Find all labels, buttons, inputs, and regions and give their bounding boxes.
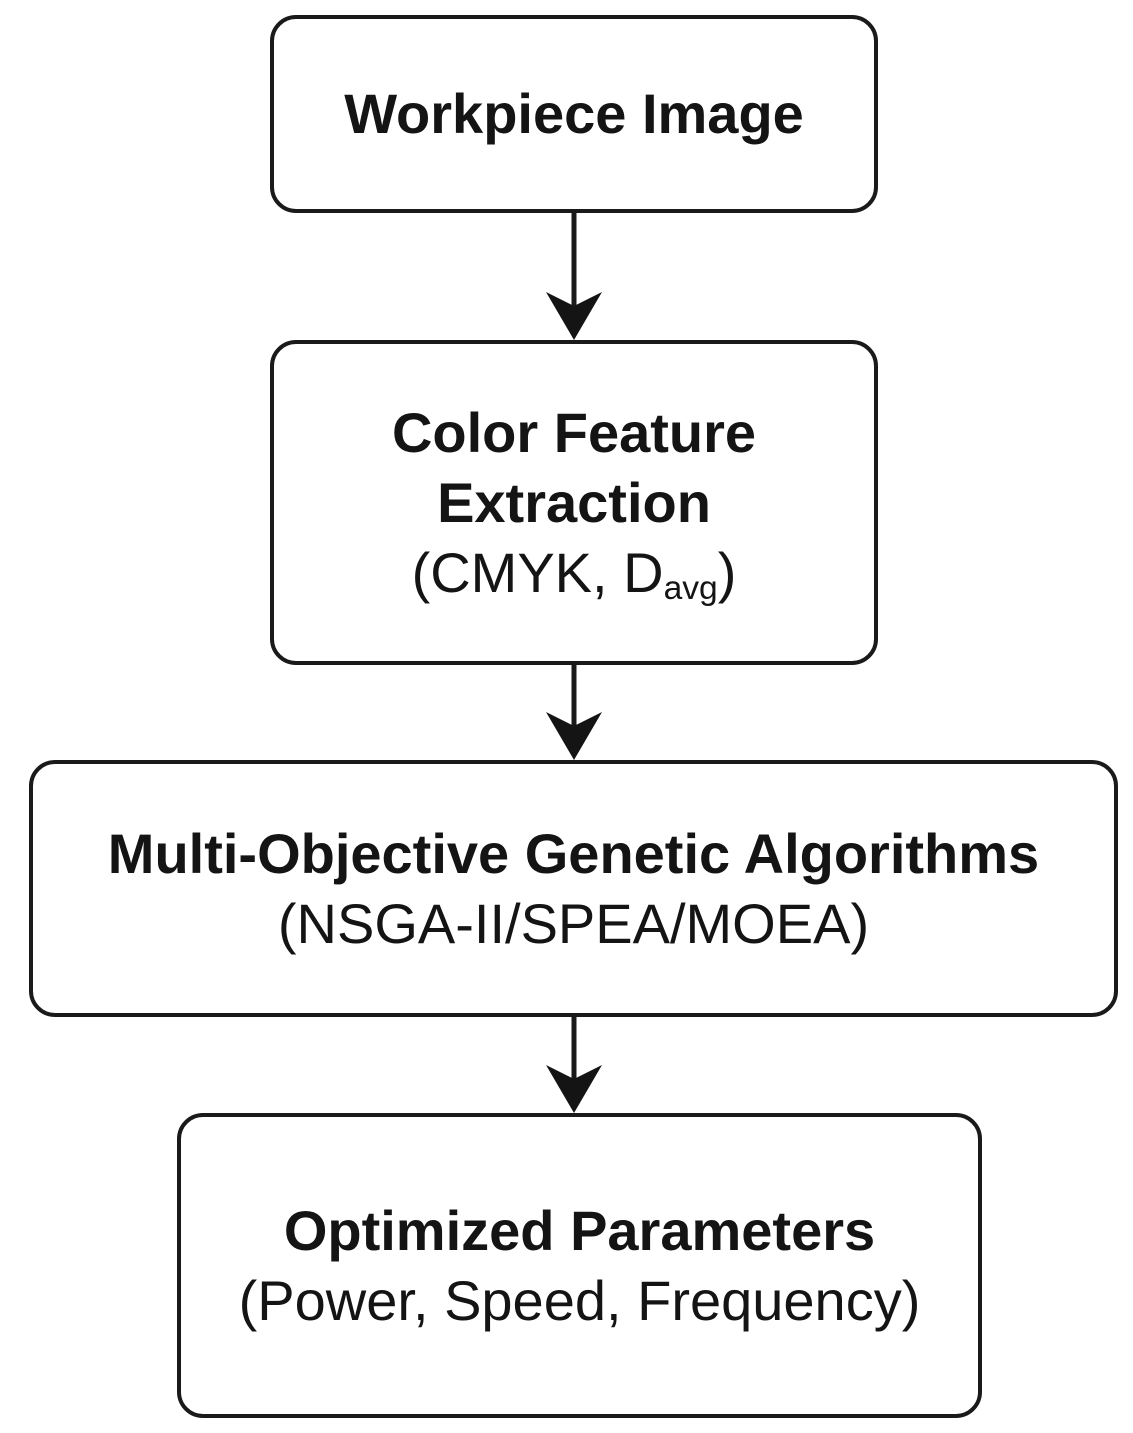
node-multi-objective-genetic-algorithms-title: Multi-Objective Genetic Algorithms (107, 821, 1040, 885)
arrow-down-icon (546, 213, 602, 340)
node-optimized-parameters-title: Optimized Parameters (283, 1198, 876, 1262)
arrow-down-icon (546, 1017, 602, 1113)
node-workpiece-image-title: Workpiece Image (344, 82, 804, 145)
node-multi-objective-genetic-algorithms-subtitle: (NSGA-II/SPEA/MOEA) (277, 891, 870, 955)
node-color-feature-extraction-title: Color Feature Extraction (391, 400, 757, 534)
node-optimized-parameters-subtitle: (Power, Speed, Frequency) (238, 1268, 921, 1332)
node-color-feature-extraction: Color Feature Extraction (CMYK, Davg) (270, 340, 878, 665)
node-optimized-parameters: Optimized Parameters (Power, Speed, Freq… (177, 1113, 982, 1418)
arrow-down-icon (546, 665, 602, 760)
node-color-feature-extraction-subtitle: (CMYK, Davg) (412, 538, 737, 608)
node-multi-objective-genetic-algorithms: Multi-Objective Genetic Algorithms (NSGA… (29, 760, 1118, 1017)
subtitle-suffix: ) (717, 540, 737, 604)
node-workpiece-image: Workpiece Image (270, 15, 878, 213)
subscript-avg: avg (663, 569, 718, 607)
subtitle-prefix: (CMYK, D (411, 540, 664, 604)
